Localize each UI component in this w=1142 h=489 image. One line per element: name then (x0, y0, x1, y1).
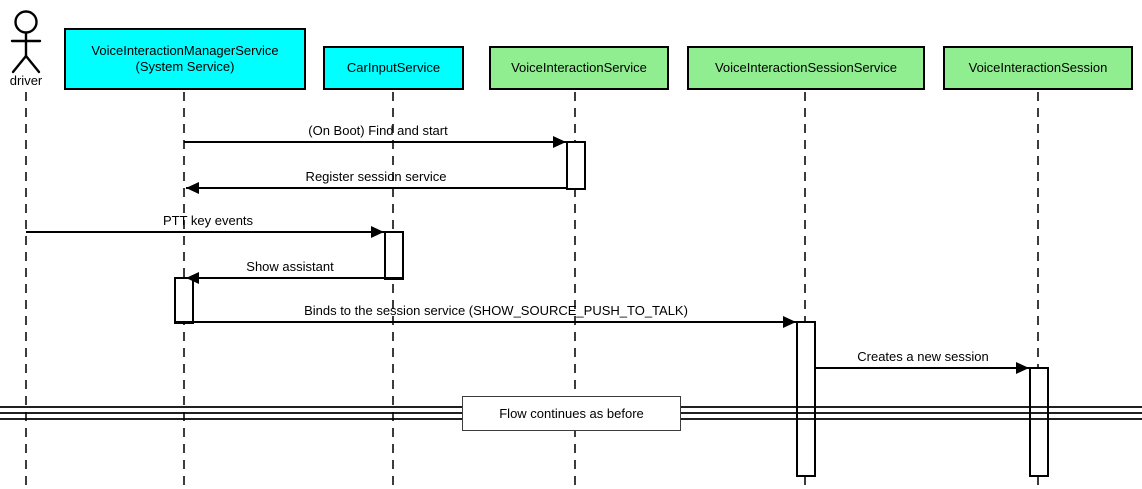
message-label-show-assistant: Show assistant (246, 259, 334, 274)
activation-viss (796, 321, 816, 477)
message-label-register-session-service: Register session service (305, 169, 447, 184)
message-label-binds-to-session-service: Binds to the session service (SHOW_SOURC… (304, 303, 688, 318)
participant-voiceinteractionsession[interactable]: VoiceInteractionSession (943, 46, 1133, 90)
flow-divider-note: Flow continues as before (462, 396, 681, 431)
participant-voiceinteractionmanagerservice[interactable]: VoiceInteractionManagerService (System S… (64, 28, 306, 90)
message-label-on-boot-find-and-start: (On Boot) Find and start (308, 123, 448, 138)
message-label-creates-a-new-session: Creates a new session (857, 349, 989, 364)
activation-vims (174, 277, 194, 324)
participant-voiceinteractionservice[interactable]: VoiceInteractionService (489, 46, 669, 90)
activation-vis (566, 141, 586, 190)
participant-voiceinteractionsessionservice[interactable]: VoiceInteractionSessionService (687, 46, 925, 90)
participant-carinputservice[interactable]: CarInputService (323, 46, 464, 90)
message-label-ptt-key-events: PTT key events (162, 213, 254, 228)
message-arrows (26, 136, 1029, 374)
actor-driver-icon (10, 10, 42, 74)
activation-vise (1029, 367, 1049, 477)
activation-cis (384, 231, 404, 280)
activation-bars (174, 141, 1049, 477)
actor-driver-label: driver (9, 73, 43, 88)
